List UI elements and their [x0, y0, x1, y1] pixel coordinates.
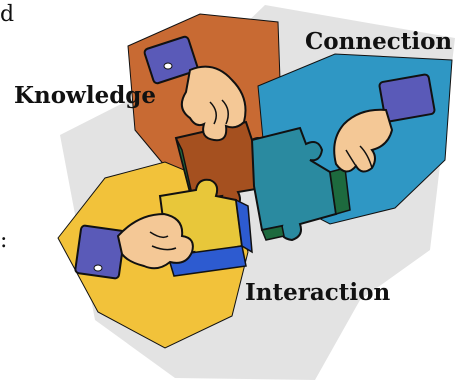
- interaction-hand-icon: [74, 212, 194, 280]
- edge-text-top: d: [0, 2, 15, 27]
- edge-text-middle: :: [0, 228, 8, 253]
- label-connection: Connection: [305, 28, 453, 55]
- label-interaction: Interaction: [245, 279, 391, 306]
- knowledge-hand-icon: [143, 35, 247, 142]
- connection-hand-icon: [333, 73, 436, 173]
- interaction-puzzle-piece-icon: [158, 178, 253, 277]
- label-knowledge: Knowledge: [14, 82, 157, 109]
- connection-puzzle-piece-icon: [250, 126, 351, 242]
